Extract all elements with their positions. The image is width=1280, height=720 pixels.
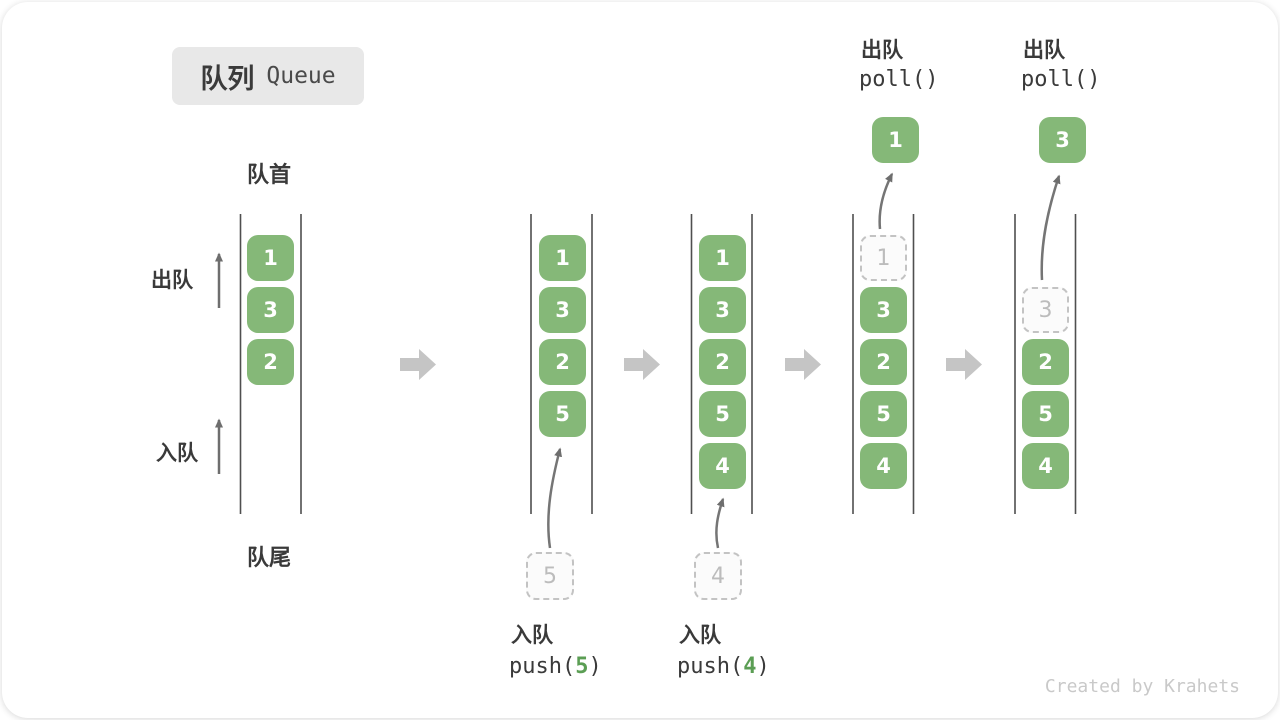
code-arg: 5 <box>575 654 589 679</box>
removed-cell: 1 <box>860 235 907 281</box>
dequeue-op-code: poll() <box>1021 67 1101 92</box>
queue-cell: 5 <box>699 391 746 437</box>
queue-cell: 2 <box>1022 339 1069 385</box>
dequeue-op-label: 出队 <box>861 38 903 62</box>
title-zh: 队列 <box>200 63 255 95</box>
push4-flow-arrow-icon <box>715 497 725 549</box>
code-text: push( <box>677 654 744 679</box>
queue-cell: 2 <box>699 339 746 385</box>
queue-cell: 3 <box>699 287 746 333</box>
title-badge: 队列 Queue <box>172 47 364 105</box>
dequeue-op-code: poll() <box>859 67 939 92</box>
queue-cell: 4 <box>1022 443 1069 489</box>
incoming-cell: 5 <box>526 552 574 600</box>
poll1-flow-arrow-icon <box>878 172 894 230</box>
removed-cell: 3 <box>1022 287 1069 333</box>
flow-arrows <box>547 172 1061 549</box>
queue-cell: 4 <box>860 443 907 489</box>
enqueue-op-label: 入队 <box>679 623 721 647</box>
queue-cell: 1 <box>699 235 746 281</box>
enqueue-op-code: push(4) <box>677 654 770 679</box>
transition-arrow-icon <box>624 349 660 380</box>
queue-cell: 4 <box>699 443 746 489</box>
queue-cell: 5 <box>1022 391 1069 437</box>
queue-cell: 1 <box>247 235 294 281</box>
code-arg: 4 <box>743 654 757 679</box>
queue-cell: 3 <box>860 287 907 333</box>
incoming-cell: 4 <box>694 552 742 600</box>
code-text: ) <box>756 654 770 679</box>
queue-cell: 1 <box>539 235 586 281</box>
push5-flow-arrow-icon <box>547 447 562 549</box>
queue-cell: 2 <box>247 339 294 385</box>
code-text: push( <box>509 654 576 679</box>
title-en: Queue <box>266 63 336 89</box>
queue-walls <box>239 214 1077 514</box>
enqueue-op-label: 入队 <box>511 623 553 647</box>
queue-cell: 5 <box>539 391 586 437</box>
transition-arrow-icon <box>400 349 436 380</box>
queue-cell: 2 <box>539 339 586 385</box>
watermark: Created by Krahets <box>1044 676 1240 697</box>
queue-cell: 3 <box>247 287 294 333</box>
enqueue-side-label: 入队 <box>156 441 198 465</box>
queue-cell: 5 <box>860 391 907 437</box>
queue-rear-label: 队尾 <box>247 546 292 571</box>
polled-cell: 1 <box>872 117 919 163</box>
queue-front-label: 队首 <box>247 163 292 188</box>
dequeue-op-label: 出队 <box>1023 38 1065 62</box>
poll3-flow-arrow-icon <box>1040 174 1061 281</box>
transition-arrow-icon <box>946 349 982 380</box>
polled-cell: 3 <box>1039 117 1086 163</box>
enqueue-op-code: push(5) <box>509 654 602 679</box>
queue-cell: 2 <box>860 339 907 385</box>
code-text: ) <box>588 654 602 679</box>
dequeue-side-label: 出队 <box>151 268 193 292</box>
queue-cell: 3 <box>539 287 586 333</box>
transition-arrow-icon <box>785 349 821 380</box>
